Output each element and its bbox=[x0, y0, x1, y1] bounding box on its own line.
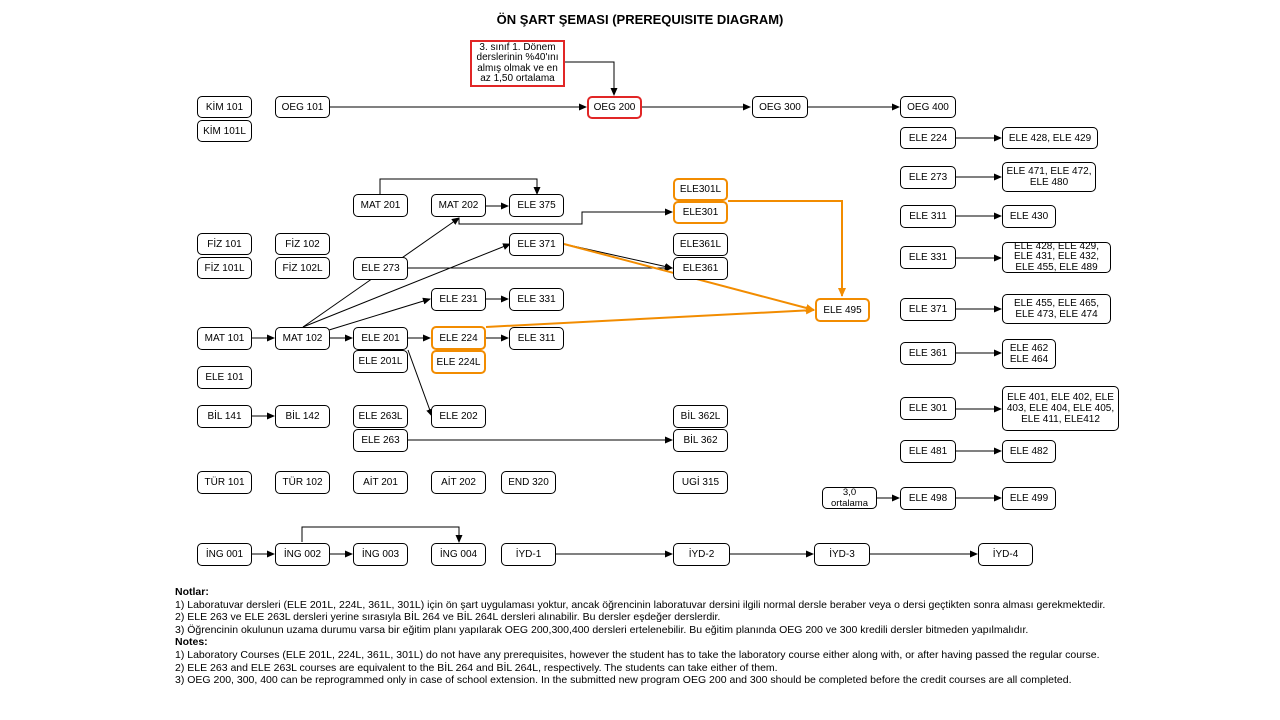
course-tur-102: TÜR 102 bbox=[275, 471, 330, 494]
course-ele-101: ELE 101 bbox=[197, 366, 252, 389]
course-ele-430: ELE 430 bbox=[1002, 205, 1056, 228]
course-ele-301-right: ELE 301 bbox=[900, 397, 956, 420]
course-ing-004: İNG 004 bbox=[431, 543, 486, 566]
course-fiz-102l: FİZ 102L bbox=[275, 257, 330, 279]
course-iyd-3: İYD-3 bbox=[814, 543, 870, 566]
arrow-ele224-ele495 bbox=[485, 306, 815, 328]
course-ele-371-right: ELE 371 bbox=[900, 298, 956, 321]
course-ele-498: ELE 498 bbox=[900, 487, 956, 510]
arrow-ing002-ing004 bbox=[301, 526, 463, 543]
notes-section: Notlar: 1) Laboratuvar dersleri (ELE 201… bbox=[175, 586, 1135, 687]
course-ele-263: ELE 263 bbox=[353, 429, 408, 452]
course-ele-201l: ELE 201L bbox=[353, 350, 408, 373]
arrow-ele301-ele495 bbox=[728, 200, 846, 297]
course-mat-102: MAT 102 bbox=[275, 327, 330, 350]
course-ele-273: ELE 273 bbox=[353, 257, 408, 280]
course-iyd-4: İYD-4 bbox=[978, 543, 1033, 566]
course-oeg-101: OEG 101 bbox=[275, 96, 330, 118]
note-en-3: 3) OEG 200, 300, 400 can be reprogrammed… bbox=[175, 674, 1072, 687]
course-ele-224l: ELE 224L bbox=[431, 350, 486, 374]
course-ele-482: ELE 482 bbox=[1002, 440, 1056, 463]
arrow-ele201-ele202 bbox=[407, 349, 433, 417]
course-ing-002: İNG 002 bbox=[275, 543, 330, 566]
course-kim-101: KİM 101 bbox=[197, 96, 252, 118]
course-ugi-315: UGİ 315 bbox=[673, 471, 728, 494]
course-bil-142: BİL 142 bbox=[275, 405, 330, 428]
diagram-title: ÖN ŞART ŞEMASI (PREREQUISITE DIAGRAM) bbox=[496, 12, 784, 27]
arrow-mat102-ele231 bbox=[328, 297, 431, 331]
course-iyd-1: İYD-1 bbox=[501, 543, 556, 566]
course-ele-331: ELE 331 bbox=[509, 288, 564, 311]
note-tr-2: 2) ELE 263 ve ELE 263L dersleri yerine s… bbox=[175, 611, 721, 624]
note-en-2: 2) ELE 263 and ELE 263L courses are equi… bbox=[175, 661, 778, 674]
course-fiz-102: FİZ 102 bbox=[275, 233, 330, 255]
course-bil-141: BİL 141 bbox=[197, 405, 252, 428]
course-kim-101l: KİM 101L bbox=[197, 120, 252, 142]
gpa-requirement-3-0: 3,0 ortalama bbox=[822, 487, 877, 509]
course-ele-201: ELE 201 bbox=[353, 327, 408, 350]
course-ele-231: ELE 231 bbox=[431, 288, 486, 311]
course-ele-471-472-480: ELE 471, ELE 472, ELE 480 bbox=[1002, 162, 1096, 192]
notes-header-en: Notes: bbox=[175, 636, 208, 649]
notes-header-tr: Notlar: bbox=[175, 586, 209, 598]
course-end-320: END 320 bbox=[501, 471, 556, 494]
note-tr-1: 1) Laboratuvar dersleri (ELE 201L, 224L,… bbox=[175, 598, 1106, 611]
course-ele-263l: ELE 263L bbox=[353, 405, 408, 428]
course-ing-003: İNG 003 bbox=[353, 543, 408, 566]
course-ele-361-right: ELE 361 bbox=[900, 342, 956, 365]
course-oeg-400: OEG 400 bbox=[900, 96, 956, 118]
note-tr-3: 3) Öğrencinin okulunun uzama durumu vars… bbox=[175, 623, 1029, 636]
arrow-mat102-ele371 bbox=[302, 243, 511, 328]
requirement-note: 3. sınıf 1. Dönem derslerinin %40'ını al… bbox=[470, 40, 565, 87]
course-bil-362: BİL 362 bbox=[673, 429, 728, 452]
course-ele-224-right: ELE 224 bbox=[900, 127, 956, 149]
course-ele-311: ELE 311 bbox=[509, 327, 564, 350]
course-ele-273-right: ELE 273 bbox=[900, 166, 956, 189]
course-ele-311-right: ELE 311 bbox=[900, 205, 956, 228]
course-ele-301: ELE301 bbox=[673, 201, 728, 224]
course-fiz-101: FİZ 101 bbox=[197, 233, 252, 255]
course-ait-202: AİT 202 bbox=[431, 471, 486, 494]
arrow-note-oeg200 bbox=[565, 61, 618, 96]
course-ele-224: ELE 224 bbox=[431, 326, 486, 350]
course-oeg-200: OEG 200 bbox=[587, 96, 642, 119]
course-iyd-2: İYD-2 bbox=[673, 543, 730, 566]
course-fiz-101l: FİZ 101L bbox=[197, 257, 252, 279]
course-ele-495: ELE 495 bbox=[815, 298, 870, 322]
course-ele-371: ELE 371 bbox=[509, 233, 564, 256]
course-ele-202: ELE 202 bbox=[431, 405, 486, 428]
course-ele-375: ELE 375 bbox=[509, 194, 564, 217]
course-ele-361l: ELE361L bbox=[673, 233, 728, 256]
course-ele-462-464: ELE 462 ELE 464 bbox=[1002, 339, 1056, 369]
course-ele-361: ELE361 bbox=[673, 257, 728, 280]
course-oeg-300: OEG 300 bbox=[752, 96, 808, 118]
course-ait-201: AİT 201 bbox=[353, 471, 408, 494]
course-ele-428-489: ELE 428, ELE 429, ELE 431, ELE 432, ELE … bbox=[1002, 241, 1111, 273]
course-bil-362l: BİL 362L bbox=[673, 405, 728, 428]
course-ele-481: ELE 481 bbox=[900, 440, 956, 463]
course-ele-499: ELE 499 bbox=[1002, 487, 1056, 510]
course-mat-101: MAT 101 bbox=[197, 327, 252, 350]
arrow-mat201-ele375 bbox=[379, 178, 541, 195]
course-ele-301l: ELE301L bbox=[673, 178, 728, 201]
course-ele-455-474: ELE 455, ELE 465, ELE 473, ELE 474 bbox=[1002, 294, 1111, 324]
course-ing-001: İNG 001 bbox=[197, 543, 252, 566]
course-tur-101: TÜR 101 bbox=[197, 471, 252, 494]
course-mat-201: MAT 201 bbox=[353, 194, 408, 217]
course-ele-331-right: ELE 331 bbox=[900, 246, 956, 269]
course-ele-401-412: ELE 401, ELE 402, ELE 403, ELE 404, ELE … bbox=[1002, 386, 1119, 431]
course-mat-202: MAT 202 bbox=[431, 194, 486, 217]
note-en-1: 1) Laboratory Courses (ELE 201L, 224L, 3… bbox=[175, 648, 1100, 661]
course-ele-428-429: ELE 428, ELE 429 bbox=[1002, 127, 1098, 149]
